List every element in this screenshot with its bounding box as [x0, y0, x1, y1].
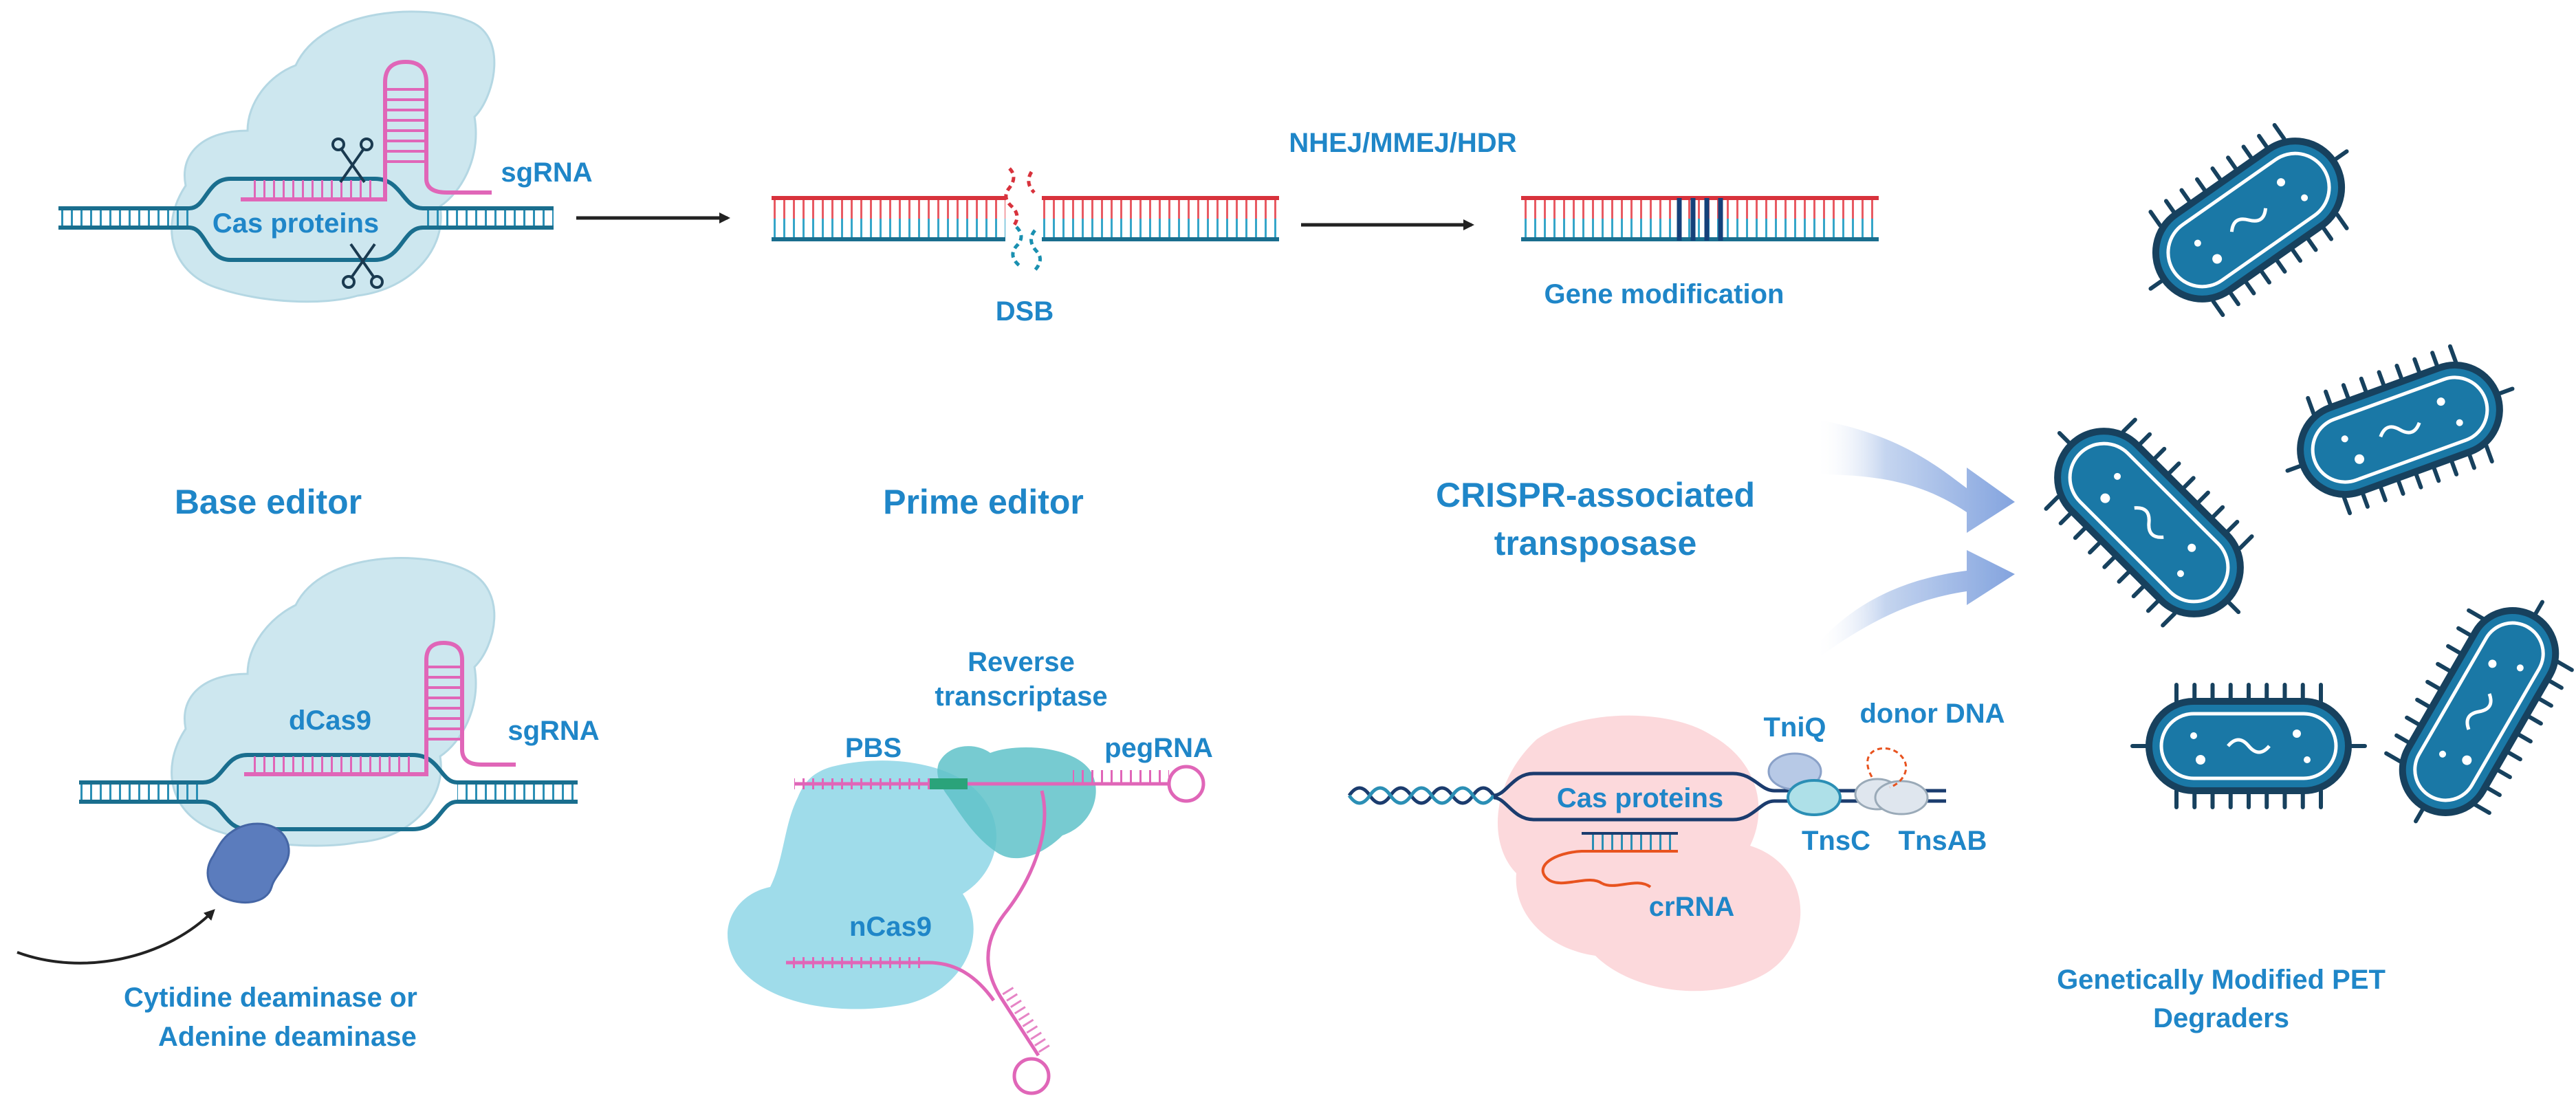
- cast-title-line2: transposase: [1494, 524, 1697, 562]
- dsb-dna: [772, 167, 1279, 272]
- bacterium-icon: [2384, 600, 2574, 824]
- curved-arrow-icon: [17, 909, 215, 965]
- prime-editor-title: Prime editor: [883, 483, 1084, 521]
- deaminase-label-line2: Adenine deaminase: [158, 1022, 417, 1052]
- tnsab-label: TnsAB: [1898, 826, 1987, 856]
- modified-dna: [1521, 196, 1879, 241]
- nhej-label: NHEJ/MMEJ/HDR: [1289, 128, 1517, 158]
- cas-proteins-label-top: Cas proteins: [212, 208, 380, 239]
- cas-proteins-label-cast: Cas proteins: [1556, 783, 1724, 813]
- dna-rungs-left: [58, 208, 189, 228]
- donor-dna-loop: [1866, 747, 1908, 789]
- cas-protein-bubble-cast: [1497, 715, 1801, 991]
- prime-editor-complex: [728, 746, 1205, 1095]
- cas-complex-top: [58, 10, 554, 303]
- reverse-transcriptase-blob: [937, 746, 1096, 859]
- dcas9-label: dCas9: [288, 705, 372, 736]
- base-editor-title: Base editor: [174, 483, 362, 521]
- tnsc-label: TnsC: [1802, 826, 1870, 856]
- tniq-label: TniQ: [1763, 712, 1826, 743]
- rt-label-line1: Reverse: [968, 647, 1075, 677]
- cast-title-line1: CRISPR-associated: [1435, 476, 1756, 514]
- pet-degraders-line1: Genetically Modified PET: [2057, 965, 2386, 995]
- gene-modification-label: Gene modification: [1544, 279, 1784, 309]
- ncas9-label: nCas9: [849, 912, 932, 942]
- sgrna-label-bottom: sgRNA: [507, 716, 600, 746]
- scissors-icon: [342, 243, 384, 289]
- pet-degraders-line2: Degraders: [2153, 1003, 2289, 1033]
- dcas9-bubble: [171, 557, 496, 847]
- arrow-right-icon: [1815, 550, 2015, 660]
- pegrna-label: pegRNA: [1104, 733, 1213, 763]
- base-editor-complex: [79, 557, 578, 904]
- bacteria-group: [2044, 122, 2574, 824]
- ncas9-bubble: [728, 760, 996, 1009]
- tnsc-shape: [1787, 779, 1842, 816]
- pbs-label: PBS: [844, 733, 902, 763]
- rt-label-line2: transcriptase: [935, 681, 1108, 712]
- sgrna-label-top: sgRNA: [501, 157, 593, 188]
- bacterium-icon: [2044, 417, 2254, 628]
- deaminase-blob: [206, 822, 290, 904]
- donor-dna-label: donor DNA: [1859, 699, 2005, 729]
- bacterium-icon: [2285, 344, 2515, 516]
- tnsab-shape: [1874, 780, 1929, 815]
- deaminase-label-line1: Cytidine deaminase or: [124, 983, 417, 1013]
- crrna-label: crRNA: [1648, 892, 1735, 922]
- big-arrows: [1815, 419, 2015, 660]
- arrow-right-icon: [1815, 419, 2015, 533]
- bacterium-icon: [2130, 683, 2367, 809]
- scissors-icon: [331, 138, 373, 184]
- bacterium-icon: [2148, 122, 2349, 318]
- dsb-label: DSB: [995, 296, 1054, 327]
- cast-complex: [1347, 715, 1946, 991]
